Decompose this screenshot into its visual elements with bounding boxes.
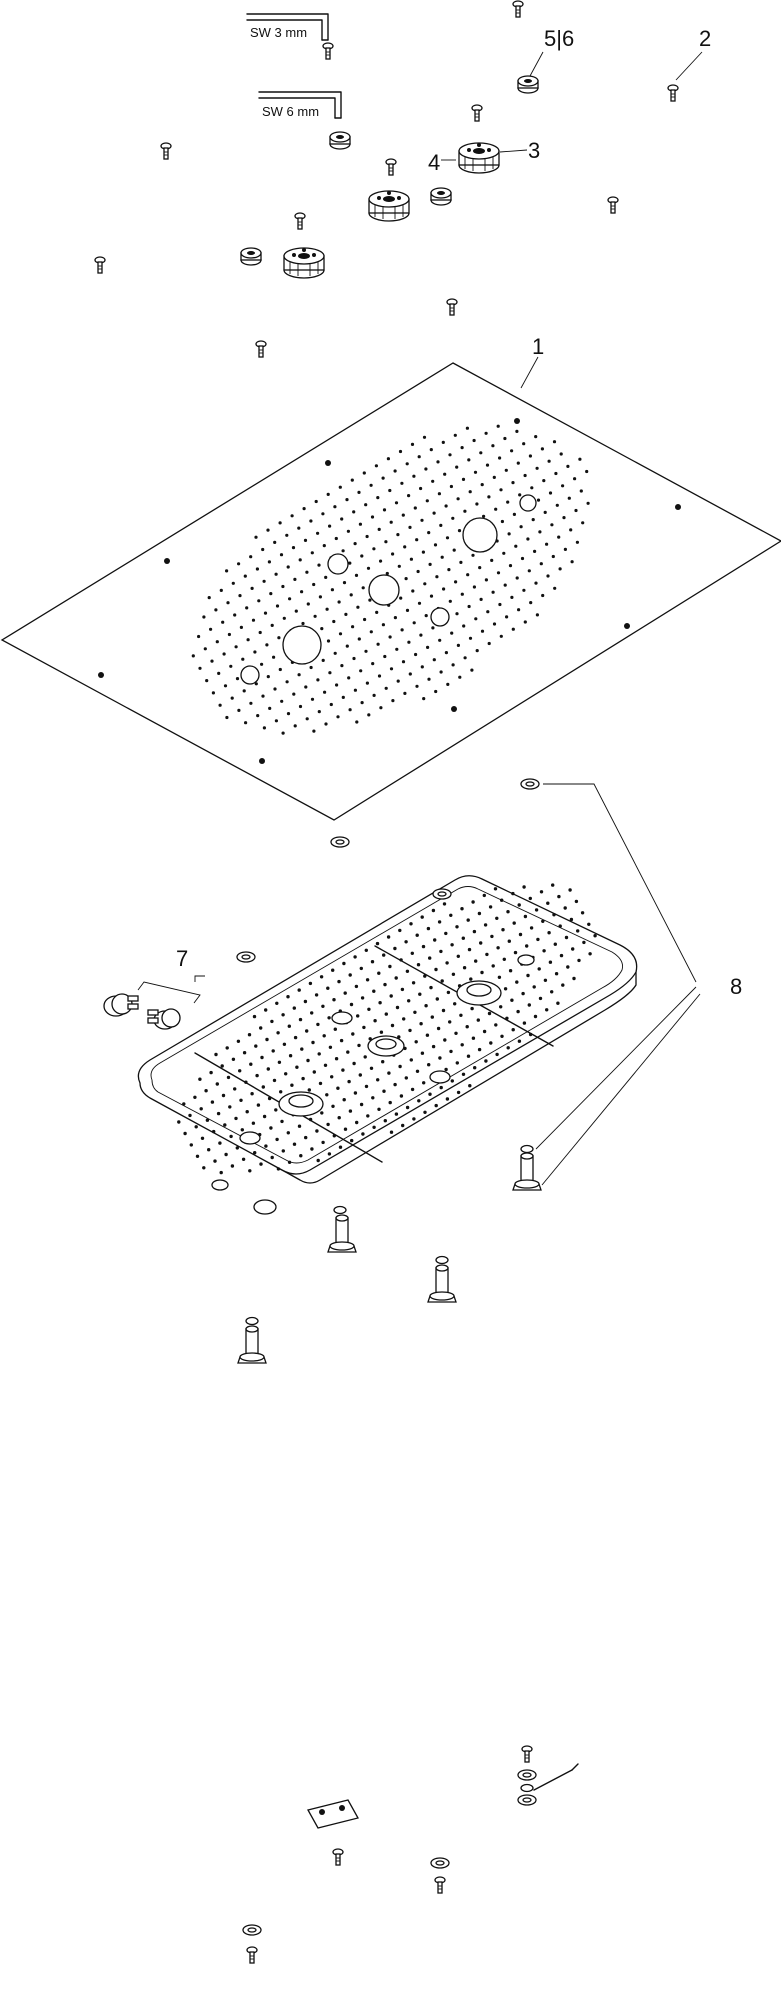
- plate-mounting-holes: [98, 418, 681, 764]
- callout-4: 4: [428, 150, 440, 175]
- callout-1: 1: [532, 334, 544, 359]
- callout-8: 8: [730, 974, 742, 999]
- tray-nozzle-ports: [239, 954, 535, 1145]
- callout-2: 2: [699, 26, 711, 51]
- plate-nozzle-openings: [240, 494, 537, 685]
- bottom-hardware: [242, 1745, 579, 1964]
- cover-plate: [0, 362, 781, 821]
- hex-key-6mm: SW 6 mm: [258, 91, 342, 119]
- spray-tray: [137, 875, 638, 1215]
- leader-lines: [194, 51, 703, 1186]
- callout-5-6: 5|6: [544, 26, 574, 51]
- callout-7: 7: [176, 946, 188, 971]
- screws-top: [94, 0, 679, 358]
- light-modules: [103, 981, 201, 1030]
- plate-spray-holes: [191, 424, 590, 735]
- hex-key-6mm-label: SW 6 mm: [262, 104, 319, 119]
- hex-key-3mm: SW 3 mm: [246, 13, 329, 41]
- callouts: 1 2 3 4 5|6 7 8: [176, 26, 742, 999]
- tray-feet: [211, 1179, 277, 1215]
- callout-3: 3: [528, 138, 540, 163]
- hex-key-3mm-label: SW 3 mm: [250, 25, 307, 40]
